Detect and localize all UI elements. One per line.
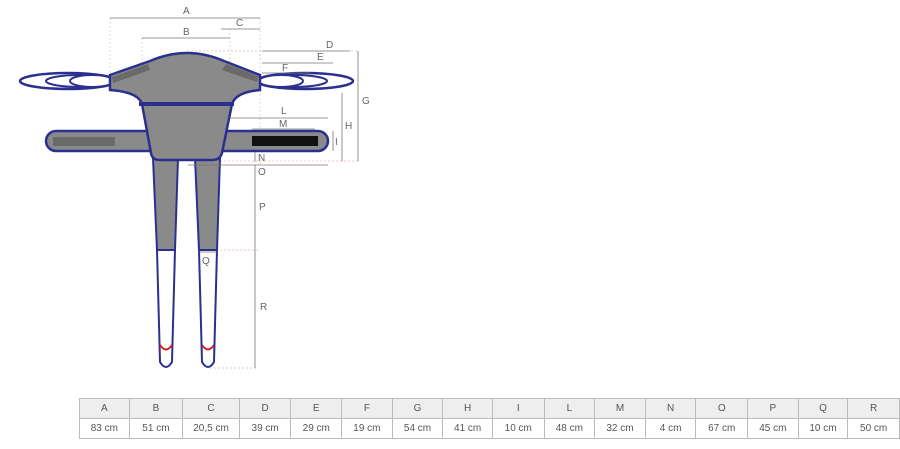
shoulder-pad-left [112, 64, 150, 83]
value-cell: 41 cm [442, 418, 493, 439]
value-cell: 32 cm [594, 418, 646, 439]
label-A: A [183, 6, 190, 17]
label-L: L [281, 106, 287, 117]
label-R: R [260, 302, 267, 313]
label-D: D [326, 40, 333, 51]
label-I: I [335, 137, 338, 148]
header-cell: I [491, 398, 545, 419]
value-cell: 10 cm [491, 418, 545, 439]
value-cell: 48 cm [543, 418, 596, 439]
header-cell: D [238, 398, 292, 419]
header-cell: E [290, 398, 343, 419]
value-cell: 39 cm [238, 418, 292, 439]
header-cell: F [341, 398, 393, 419]
left-leg [151, 157, 180, 368]
label-B: B [183, 27, 190, 38]
sling-dimension-diagram: A B C D E F G H I L M N O P Q R [18, 6, 370, 369]
value-cell: 10 cm [797, 418, 849, 439]
value-cell: 51 cm [128, 418, 184, 439]
label-M: M [279, 119, 287, 130]
label-E: E [317, 52, 324, 63]
header-cell: O [695, 398, 749, 419]
value-cell: 4 cm [644, 418, 697, 439]
header-cell: L [543, 398, 596, 419]
value-cell: 20,5 cm [182, 418, 240, 439]
right-leg [193, 157, 222, 368]
header-cell: N [644, 398, 697, 419]
value-cell: 19 cm [341, 418, 393, 439]
header-cell: Q [797, 398, 849, 419]
shoulder-pad-right [222, 64, 258, 82]
header-cell: G [391, 398, 444, 419]
label-F: F [282, 63, 288, 74]
value-cell: 54 cm [391, 418, 444, 439]
header-cell: A [79, 398, 130, 419]
value-cell: 67 cm [695, 418, 749, 439]
label-C: C [236, 18, 243, 29]
label-H: H [345, 121, 352, 132]
label-P: P [259, 202, 266, 213]
header-cell: P [747, 398, 799, 419]
belt-padding [53, 137, 115, 146]
header-cell: M [594, 398, 646, 419]
header-cell: H [442, 398, 493, 419]
right-arm-loops [255, 71, 355, 91]
value-cell: 50 cm [847, 418, 900, 439]
left-arm-loops [18, 71, 118, 91]
value-cell: 45 cm [747, 418, 799, 439]
value-cell: 29 cm [290, 418, 343, 439]
label-G: G [362, 96, 370, 107]
value-cell: 83 cm [79, 418, 130, 439]
header-cell: C [182, 398, 240, 419]
dimension-labels: A B C D E F G H I L M N O P Q R [183, 6, 370, 313]
label-N: N [258, 153, 265, 164]
dimension-lines [110, 17, 359, 368]
label-O: O [258, 167, 266, 178]
label-Q: Q [202, 256, 210, 267]
header-cell: R [847, 398, 900, 419]
belt-velcro [252, 136, 318, 146]
header-cell: B [128, 398, 184, 419]
